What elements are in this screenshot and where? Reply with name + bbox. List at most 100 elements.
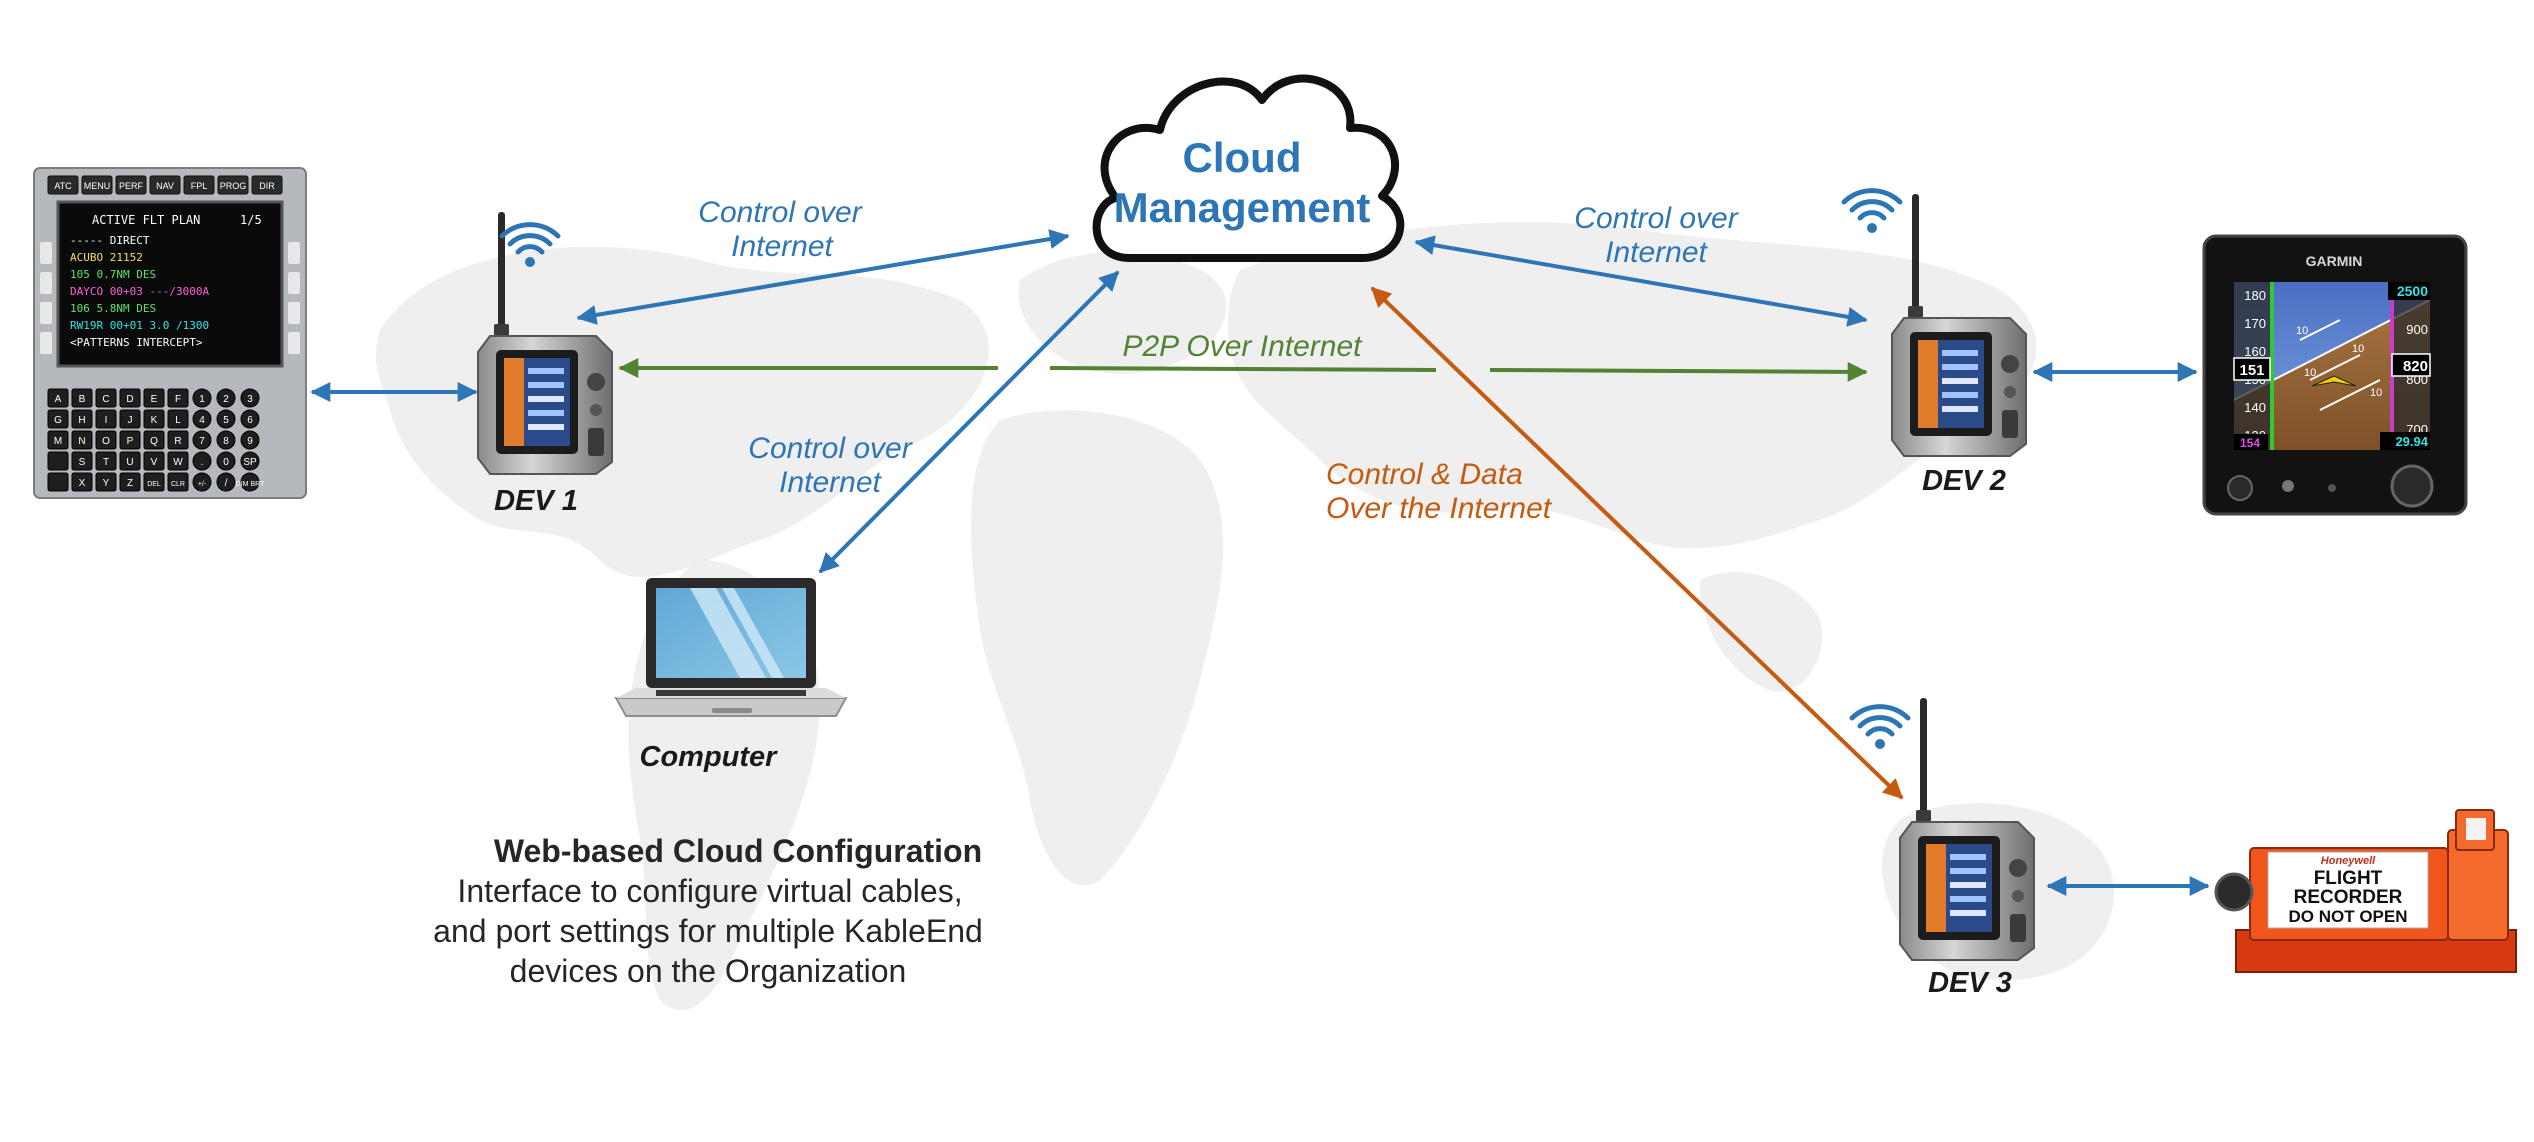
fmc-keypad-key-label: F	[175, 394, 181, 405]
fmc-keypad-key[interactable]: N	[71, 430, 93, 450]
pfd-speed-current: 151	[2239, 362, 2264, 379]
fmc-key-label: PROG	[220, 181, 247, 191]
pfd-alt-box	[2391, 353, 2431, 377]
fmc-keypad-key[interactable]: CLR	[167, 472, 189, 492]
fmc-keypad-key[interactable]: G	[47, 409, 69, 429]
fmc-keypad-key-label: 2	[223, 394, 229, 405]
fmc-keypad-key[interactable]: 5	[216, 409, 236, 429]
fmc-keypad-key[interactable]: DIM BRT	[236, 472, 265, 492]
fmc-screen	[56, 200, 284, 368]
fmc-keypad-key[interactable]: U	[119, 451, 141, 471]
fmc-keypad-key[interactable]: V	[143, 451, 165, 471]
fmc-keypad-key-label: U	[126, 457, 133, 468]
fmc-key-dir[interactable]: DIR	[251, 175, 283, 195]
fmc-key-label: PERF	[119, 181, 144, 191]
fmc-keypad-key[interactable]: H	[71, 409, 93, 429]
fmc-screen-title: ACTIVE FLT PLAN	[92, 213, 200, 227]
info-line-2: and port settings for multiple KableEnd	[433, 913, 983, 949]
fmc-keypad-key[interactable]: 0	[216, 451, 236, 471]
pfd-speed-tick: 180	[2244, 288, 2266, 303]
fmc-keypad-key[interactable]: T	[95, 451, 117, 471]
fmc-lsk-right	[288, 242, 300, 354]
fmc-key-menu[interactable]: MENU	[81, 175, 113, 195]
fmc-keypad-key[interactable]: F	[167, 388, 189, 408]
label-computer-cloud-line1: Control over	[748, 432, 912, 465]
fmc-keypad-key[interactable]: 6	[240, 409, 260, 429]
pfd-baro: 29.94	[2395, 434, 2428, 449]
fmc-key-atc[interactable]: ATC	[47, 175, 79, 195]
fmc-key-label: NAV	[156, 181, 174, 191]
fmc-keypad-key[interactable]: SP	[240, 451, 260, 471]
fmc-keypad-key[interactable]: I	[95, 409, 117, 429]
recorder-beacon	[2214, 872, 2254, 912]
fmc-keypad-key[interactable]: Q	[143, 430, 165, 450]
fmc-keypad-key[interactable]: DEL	[143, 472, 165, 492]
fmc-keypad-key[interactable]: 1	[192, 388, 212, 408]
fmc-keypad-key[interactable]: X	[71, 472, 93, 492]
fmc-key-label: DIR	[259, 181, 275, 191]
fmc-key-fpl[interactable]: FPL	[183, 175, 215, 195]
pfd-speed-tick: 140	[2244, 400, 2266, 415]
fmc-key-nav[interactable]: NAV	[149, 175, 181, 195]
fmc-keypad-key[interactable]: /	[216, 472, 236, 492]
fmc-keypad-key[interactable]: 8	[216, 430, 236, 450]
fmc-keypad-key-label: 1	[199, 394, 205, 405]
fmc-keypad-key-label: CLR	[171, 481, 185, 488]
fmc-keypad-key-label: K	[151, 415, 158, 426]
fmc-keypad-key[interactable]	[47, 451, 69, 471]
fmc-keypad-key-label: H	[78, 415, 85, 426]
fmc-keypad-key[interactable]: .	[192, 451, 212, 471]
fmc-keypad-key[interactable]: B	[71, 388, 93, 408]
fmc-screen-row: ----- DIRECT	[70, 234, 150, 247]
fmc-key-perf[interactable]: PERF	[115, 175, 147, 195]
fmc-keypad-key-label: Y	[103, 478, 110, 489]
fmc-keypad-key-label: 7	[199, 436, 205, 447]
fmc-screen-row: DAYCO 00+03 ---/3000A	[70, 285, 209, 298]
recorder-brand: Honeywell	[2321, 855, 2376, 867]
fmc-screen-row: ACUBO 21152	[70, 251, 143, 264]
fmc-keypad-key[interactable]: J	[119, 409, 141, 429]
info-title: Web-based Cloud Configuration	[494, 833, 982, 869]
dev3-device[interactable]	[1899, 697, 2035, 961]
computer-laptop[interactable]	[614, 578, 848, 717]
fmc-keypad-key[interactable]: P	[119, 430, 141, 450]
pfd-knob[interactable]	[2390, 464, 2434, 508]
fmc-keypad-key[interactable]: 4	[192, 409, 212, 429]
pfd-small-button[interactable]	[2282, 480, 2294, 492]
label-dev2-cloud-line2: Internet	[1605, 236, 1708, 269]
fmc-keypad-key[interactable]: Z	[119, 472, 141, 492]
fmc-keypad-key[interactable]: 9	[240, 430, 260, 450]
fmc-keypad-key-label: 9	[247, 436, 253, 447]
pfd-power-button[interactable]	[2227, 475, 2253, 501]
fmc-keypad-key[interactable]: 7	[192, 430, 212, 450]
fmc-keypad-key[interactable]: K	[143, 409, 165, 429]
fmc-keypad-key[interactable]: L	[167, 409, 189, 429]
fmc-keypad-key[interactable]: M	[47, 430, 69, 450]
fmc-keypad-key-label: L	[175, 415, 181, 426]
fmc-keypad-key-label: 5	[223, 415, 229, 426]
fmc-keypad-key[interactable]: A	[47, 388, 69, 408]
cloud-management[interactable]: Cloud Management	[1092, 74, 1405, 262]
fmc-keypad-key[interactable]: 3	[240, 388, 260, 408]
pfd-pitch-label: 10	[2296, 325, 2308, 337]
computer-label: Computer	[640, 741, 779, 773]
dev2-device[interactable]	[1891, 193, 2027, 457]
flight-recorder: Honeywell FLIGHT RECORDER DO NOT OPEN	[2214, 809, 2517, 973]
pfd-speed-tick: 160	[2244, 344, 2266, 359]
fmc-keypad-key[interactable]	[47, 472, 69, 492]
fmc-keypad-key[interactable]: +/-	[192, 472, 212, 492]
fmc-keypad-key[interactable]: W	[167, 451, 189, 471]
fmc-keypad-key[interactable]: S	[71, 451, 93, 471]
fmc-keypad-key[interactable]: D	[119, 388, 141, 408]
fmc-keypad-key[interactable]: R	[167, 430, 189, 450]
fmc-keypad-key[interactable]: Y	[95, 472, 117, 492]
arrow-cloud-dev3	[1370, 286, 1904, 800]
fmc-keypad-key[interactable]: 2	[216, 388, 236, 408]
fmc-keypad-key[interactable]: C	[95, 388, 117, 408]
fmc-keypad-key[interactable]: O	[95, 430, 117, 450]
fmc-keypad-key[interactable]: E	[143, 388, 165, 408]
fmc-key-prog[interactable]: PROG	[217, 175, 249, 195]
recorder-line-2: RECORDER	[2294, 887, 2403, 908]
